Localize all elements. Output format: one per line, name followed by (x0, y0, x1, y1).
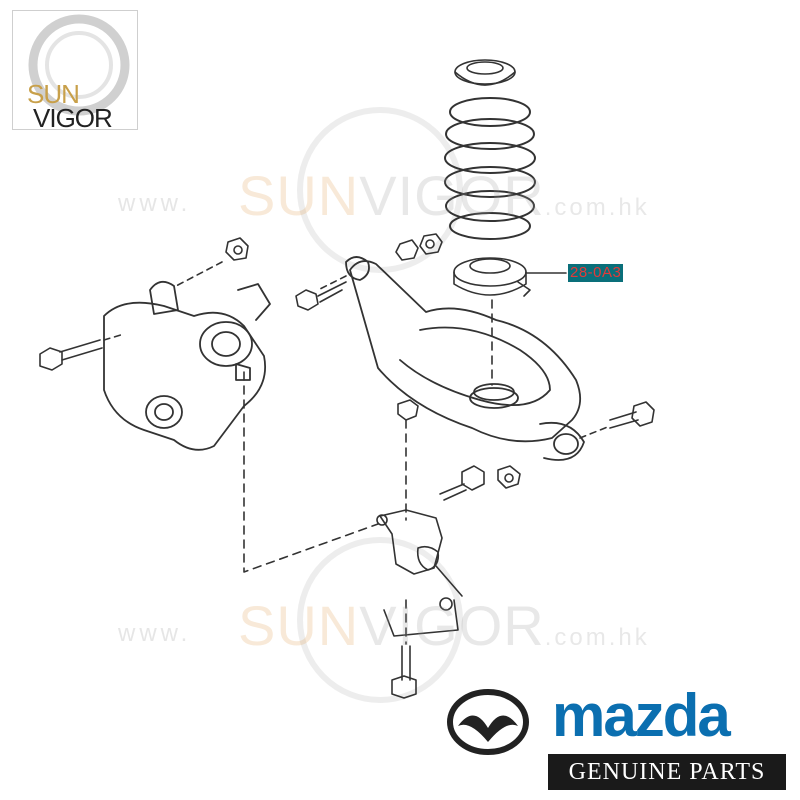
watermark-brand-b: VIGOR (359, 164, 545, 227)
mazda-wordmark: mazda (552, 682, 731, 749)
watermark-domain: .com.hk (544, 624, 650, 651)
watermark-domain: .com.hk (544, 194, 650, 221)
knuckle-to-sensor-guide (243, 371, 379, 573)
outer-bolt-guide (579, 425, 611, 439)
knuckle-bolt (39, 339, 103, 371)
watermark-prefix: www. (118, 620, 192, 647)
sensor-clip (397, 399, 419, 421)
height-sensor-assembly (376, 509, 463, 637)
sensor-mount-bolt (391, 645, 417, 699)
rear-knuckle (103, 280, 271, 451)
arm-outer-bolt (609, 401, 655, 429)
knuckle-bolt-guide (103, 333, 125, 341)
bushing-nut-pair (395, 233, 443, 261)
watermark-prefix: www. (118, 190, 192, 217)
lower-bolt-and-nut (439, 465, 521, 501)
watermark-top: SUNVIGOR.com.hk (238, 168, 650, 224)
watermark-brand-a: SUN (238, 164, 360, 227)
lower-spring-seat-28-0A3 (453, 257, 531, 297)
sunvigor-logo: SUN VIGOR (12, 10, 138, 130)
logo-word-sun: SUN (27, 79, 80, 109)
genuine-parts-banner: GENUINE PARTS (548, 754, 786, 790)
lower-control-arm (345, 256, 585, 461)
watermark-wheel (297, 107, 463, 703)
watermark-brand-a: SUN (238, 594, 360, 657)
logo-wheel-graphic (28, 14, 130, 116)
watermark-bottom: SUNVIGOR.com.hk (238, 598, 650, 654)
knuckle-nut (225, 237, 249, 261)
knuckle-nut-guide (175, 261, 223, 287)
part-number-callout: 28-0A3 (568, 264, 624, 282)
coil-spring (444, 97, 536, 240)
mazda-emblem-icon (447, 689, 529, 755)
upper-spring-seat (454, 59, 516, 86)
logo-word-vigor: VIGOR (33, 103, 113, 130)
watermark-brand-b: VIGOR (359, 594, 545, 657)
arm-inner-bolt (295, 281, 347, 311)
arm-bolt-guide (317, 275, 347, 291)
